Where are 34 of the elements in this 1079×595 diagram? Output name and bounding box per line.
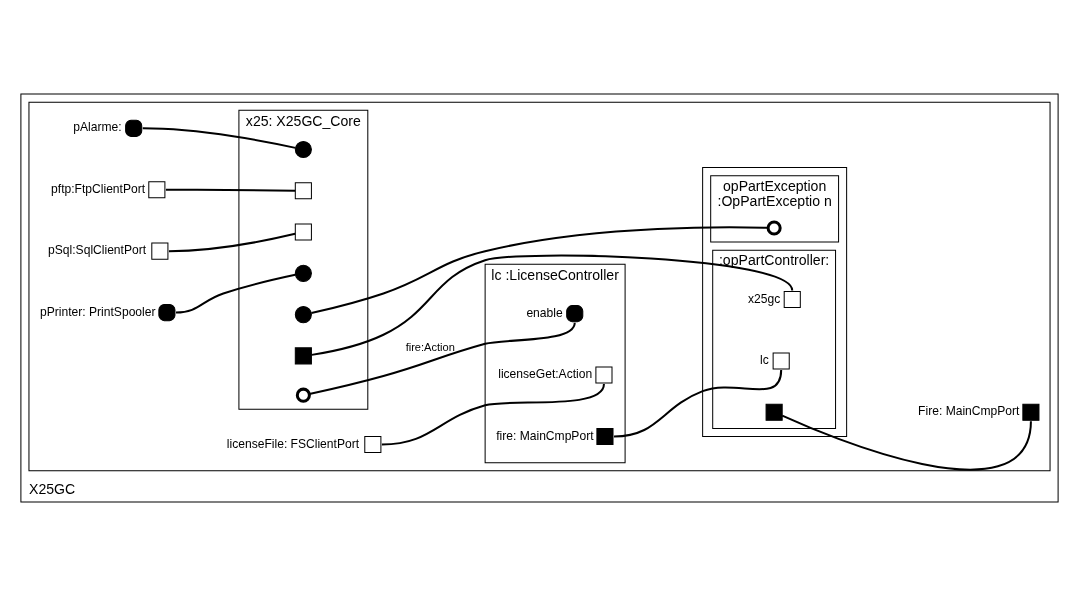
connector [781, 414, 1032, 470]
connector [175, 273, 296, 314]
node-label: x25gc [747, 291, 781, 306]
node-label: pSql:SqlClientPort [48, 242, 147, 257]
connector [311, 225, 768, 314]
node-label: pftp:FtpClientPort [51, 181, 146, 196]
connector [142, 126, 296, 149]
cluster [702, 166, 848, 437]
node-label: licenseGet:Action [498, 366, 593, 381]
node-circle [294, 264, 312, 282]
connector [613, 369, 783, 437]
node-label: pPrinter: PrintSpooler [40, 304, 156, 319]
cluster: opPartException :OpPartExceptio n [710, 174, 840, 243]
node-box [294, 346, 312, 364]
node-box [765, 403, 783, 421]
connector [309, 321, 576, 395]
node-label: pAlarme: [73, 119, 122, 134]
node-circle [766, 219, 782, 236]
cluster: x25: X25GC_Core [238, 109, 369, 410]
connector [381, 383, 605, 446]
node-circle [295, 387, 311, 403]
node-label: licenseFile: FSClientPort [226, 436, 360, 451]
node-box [294, 181, 312, 199]
connector [165, 188, 296, 192]
node-label: enable [526, 305, 563, 320]
connector [311, 254, 794, 356]
node-circle [294, 305, 312, 323]
node-circle [294, 140, 312, 158]
node-label: Fire: MainCmpPort [918, 403, 1020, 418]
node-label: lc [760, 352, 769, 367]
connector [168, 232, 296, 252]
node-box [294, 223, 312, 241]
node-label: fire: MainCmpPort [496, 428, 594, 443]
edge-label: fire:Action [405, 340, 455, 353]
